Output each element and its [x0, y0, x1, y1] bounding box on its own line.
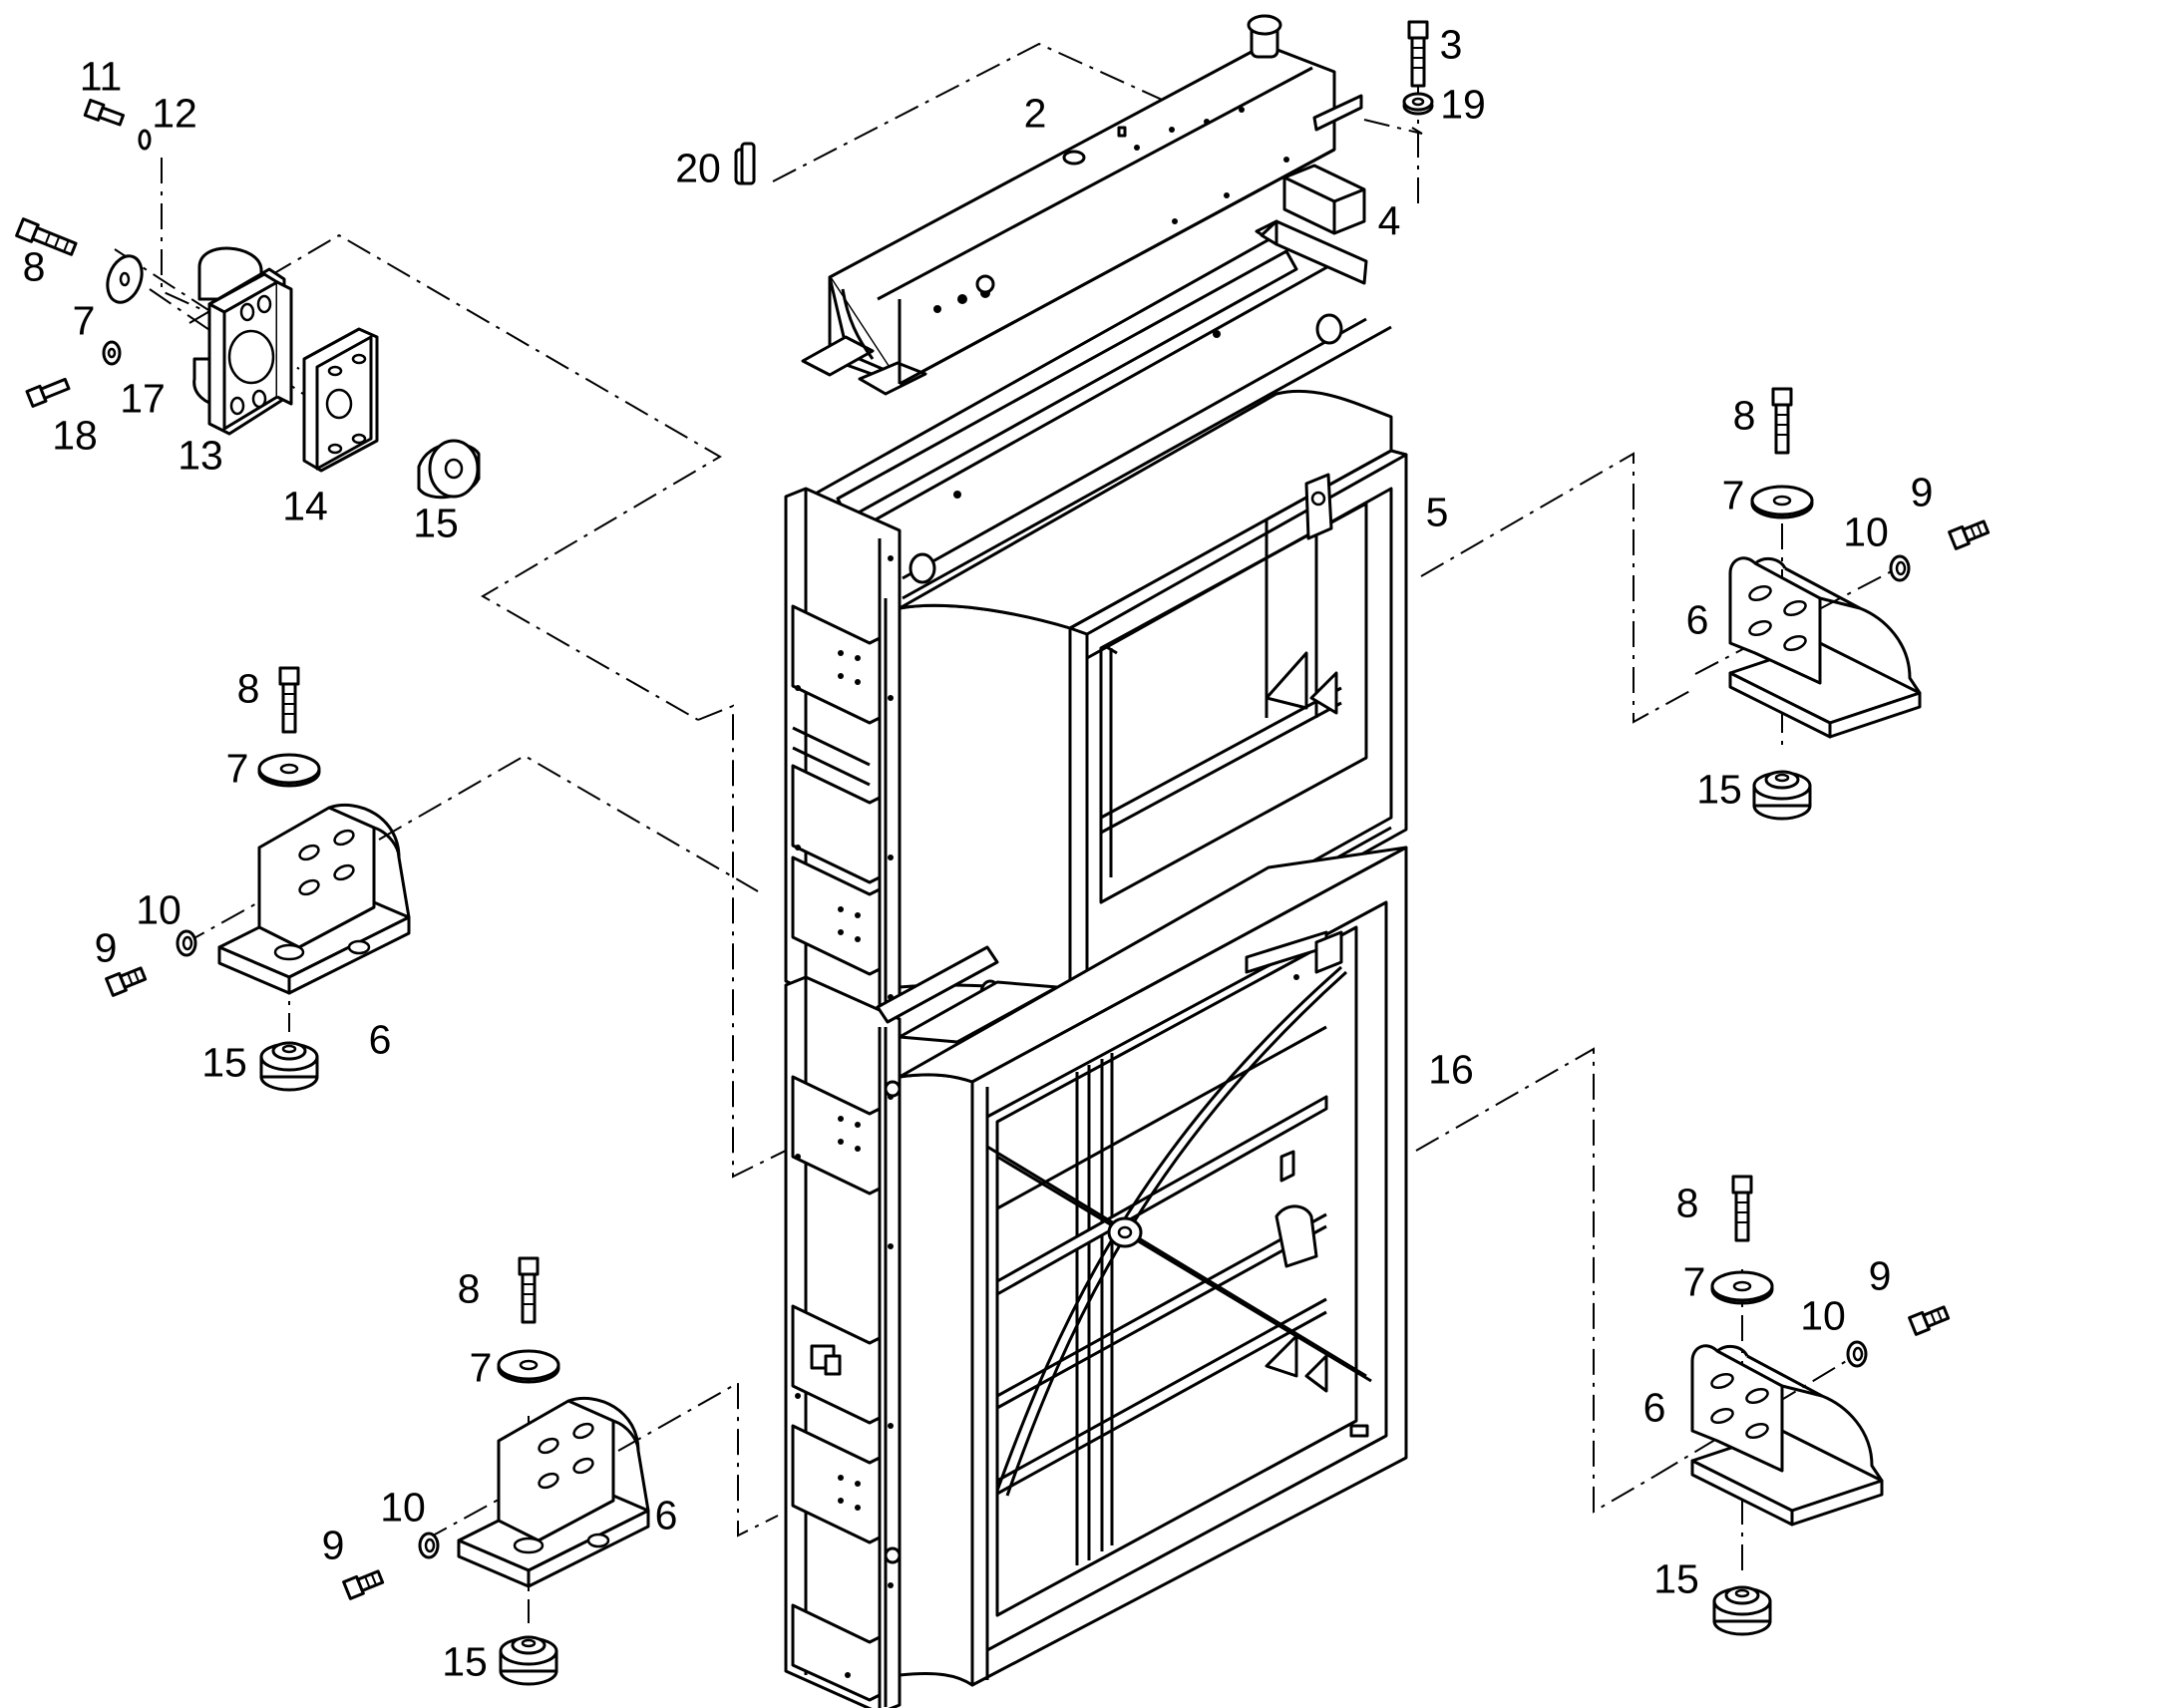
- callout-part-17: 17: [120, 375, 166, 422]
- callout-part-9: 9: [1910, 469, 1934, 515]
- callout-part-11: 11: [79, 53, 123, 100]
- callout-part-8: 8: [457, 1265, 481, 1312]
- mount-set-right-upper: [1728, 387, 1991, 821]
- callout-part-2: 2: [1023, 90, 1047, 137]
- mount-set-left: [105, 666, 411, 1092]
- washer-part-19: [1402, 92, 1434, 116]
- callout-part-12: 12: [152, 90, 197, 137]
- callout-part-19: 19: [1440, 81, 1486, 128]
- pad-part-4: [1282, 164, 1366, 235]
- callout-part-10: 10: [1800, 1292, 1846, 1339]
- mount-set-bottom-left: [342, 1256, 650, 1686]
- callout-part-15: 15: [201, 1039, 247, 1086]
- radiator-lower-part-16: [784, 846, 1408, 1708]
- callout-part-7: 7: [72, 297, 96, 344]
- top-tank-part-2: [801, 14, 1363, 396]
- callout-part-6: 6: [1642, 1384, 1666, 1431]
- callout-part-15: 15: [1653, 1555, 1699, 1602]
- radiator-upper-part-5: [784, 219, 1408, 1025]
- callout-part-6: 6: [368, 1016, 392, 1063]
- callout-part-7: 7: [1682, 1258, 1706, 1305]
- callout-part-8: 8: [1675, 1180, 1699, 1226]
- callout-part-3: 3: [1439, 21, 1463, 68]
- callout-part-10: 10: [136, 886, 182, 933]
- callout-part-9: 9: [1868, 1252, 1892, 1299]
- callout-part-5: 5: [1425, 489, 1449, 535]
- upper-left-assembly: [15, 98, 481, 500]
- callout-part-15: 15: [442, 1638, 488, 1685]
- callout-part-14: 14: [282, 483, 328, 529]
- callout-part-16: 16: [1428, 1046, 1474, 1093]
- callout-part-6: 6: [1685, 596, 1709, 643]
- bolt-part-3: [1407, 20, 1429, 88]
- callout-part-7: 7: [1721, 472, 1745, 518]
- callout-part-8: 8: [22, 243, 46, 290]
- mount-set-right-lower: [1690, 1175, 1951, 1636]
- callout-part-10: 10: [1843, 509, 1889, 555]
- callout-part-7: 7: [469, 1344, 493, 1391]
- callout-part-8: 8: [236, 665, 260, 712]
- callout-part-15: 15: [413, 500, 459, 546]
- callout-part-4: 4: [1377, 197, 1401, 244]
- callout-part-13: 13: [178, 432, 223, 479]
- callout-part-18: 18: [52, 412, 98, 459]
- callout-part-8: 8: [1732, 392, 1756, 439]
- callout-part-9: 9: [321, 1522, 345, 1568]
- callout-part-10: 10: [380, 1484, 426, 1531]
- callout-part-15: 15: [1696, 766, 1742, 813]
- callout-part-7: 7: [225, 745, 249, 792]
- callout-part-6: 6: [654, 1492, 678, 1538]
- clip-part-20: [734, 142, 756, 185]
- callout-part-9: 9: [94, 924, 118, 971]
- callout-part-20: 20: [675, 145, 721, 191]
